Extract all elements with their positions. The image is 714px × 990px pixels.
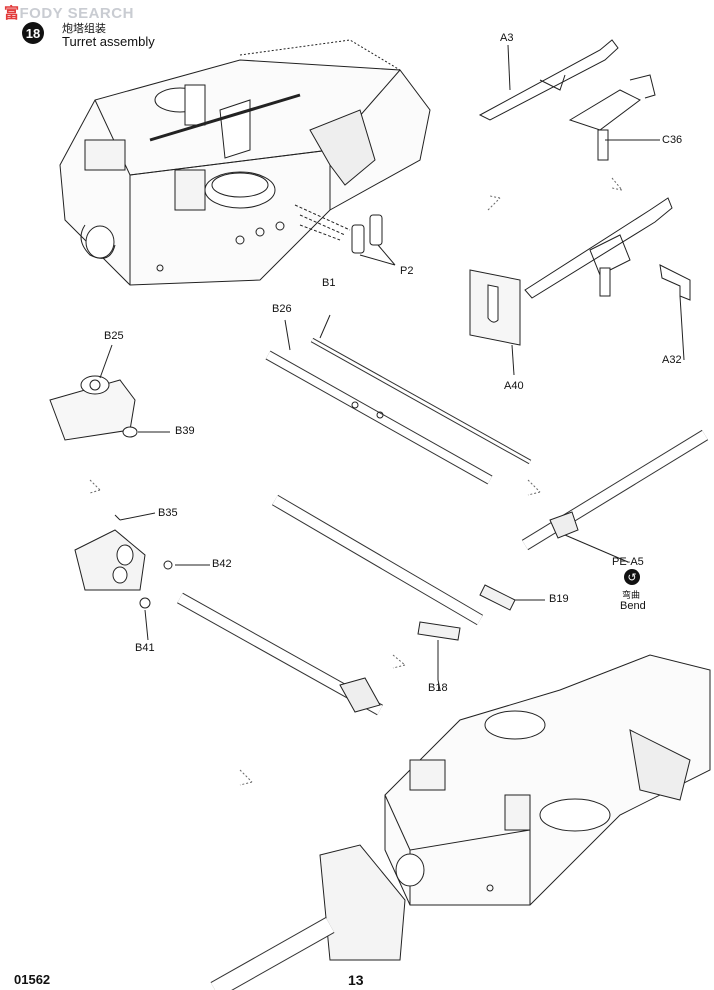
label-p2: P2: [400, 265, 414, 277]
product-code: 01562: [14, 972, 51, 987]
label-b26: B26: [272, 303, 292, 315]
part-a3-drawing: [478, 39, 656, 161]
watermark-logo: 富FODY SEARCH: [4, 5, 134, 22]
label-c36: C36: [662, 134, 683, 146]
direction-arrows: [89, 177, 623, 786]
label-pe-a5: PE-A5: [612, 556, 644, 568]
part-b25-b39-drawing: [49, 344, 170, 441]
label-b1: B1: [322, 277, 336, 289]
label-b25: B25: [104, 330, 124, 342]
label-b35: B35: [158, 507, 178, 519]
step-title-en: Turret assembly: [62, 34, 155, 49]
label-b18: B18: [428, 682, 448, 694]
page-number: 13: [348, 972, 364, 988]
step-title-cn: 炮塔组装: [62, 22, 106, 35]
label-b42: B42: [212, 558, 232, 570]
label-b41: B41: [135, 642, 155, 654]
part-b19-b18-drawing: [271, 494, 545, 680]
bend-label-cn: 弯曲: [622, 591, 641, 601]
part-b1-b26-drawing: [265, 314, 532, 485]
step-number-badge: 18: [22, 22, 44, 44]
part-mantlet-drawing: [74, 512, 383, 716]
turret-bottom-drawing: [210, 654, 711, 990]
leader-lines: [437, 44, 660, 691]
label-a40: A40: [504, 380, 524, 392]
part-pe-a5-drawing: [521, 429, 709, 563]
bend-label-en: Bend: [620, 600, 646, 612]
label-b39: B39: [175, 425, 195, 437]
part-p2-drawing: [294, 204, 396, 266]
label-b19: B19: [549, 593, 569, 605]
turret-top-drawing: [59, 39, 431, 286]
label-a32: A32: [662, 354, 682, 366]
bend-icon: ↺: [624, 569, 640, 585]
label-a3: A3: [500, 32, 514, 44]
part-mg-assembled-drawing: [469, 197, 691, 361]
